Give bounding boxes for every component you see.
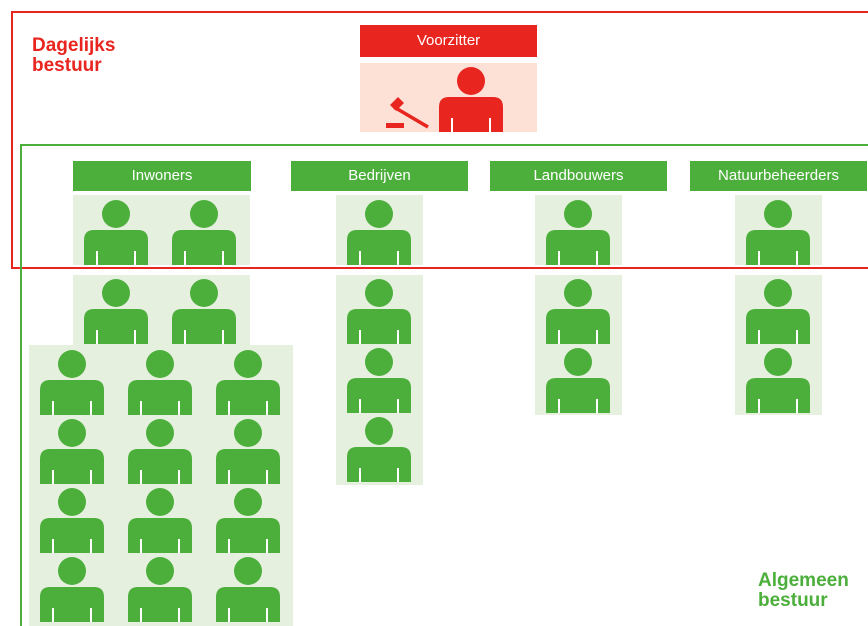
person-icon <box>128 419 192 484</box>
person-icon <box>128 350 192 415</box>
person-icon <box>84 200 148 265</box>
person-icon <box>746 200 810 265</box>
person-icon <box>40 557 104 622</box>
category-header-landbouwers: Landbouwers <box>490 161 667 191</box>
person-icon <box>128 488 192 553</box>
chair-panel <box>360 63 537 132</box>
person-icon <box>546 200 610 265</box>
category-header-bedrijven: Bedrijven <box>291 161 468 191</box>
dagelijks-bestuur-label: Dagelijks bestuur <box>32 36 115 76</box>
dagelijks-bestuur-label-line1: Dagelijks <box>32 35 116 56</box>
algemeen-bestuur-label-line1: Algemeen <box>758 570 849 591</box>
person-icon <box>439 67 503 132</box>
person-icon <box>347 279 411 344</box>
person-icon <box>546 279 610 344</box>
person-icon <box>546 348 610 413</box>
person-icon <box>128 557 192 622</box>
chair-header: Voorzitter <box>360 25 537 57</box>
category-header-inwoners: Inwoners <box>73 161 251 191</box>
person-icon <box>172 200 236 265</box>
person-icon <box>216 350 280 415</box>
person-icon <box>746 348 810 413</box>
person-icon <box>347 417 411 482</box>
person-icon <box>84 279 148 344</box>
person-icon <box>172 279 236 344</box>
person-icon <box>746 279 810 344</box>
gavel-icon <box>386 97 429 129</box>
person-icon <box>40 419 104 484</box>
category-header-natuurbeheerders: Natuurbeheerders <box>690 161 867 191</box>
person-icon <box>347 348 411 413</box>
algemeen-bestuur-label-line2: bestuur <box>758 590 828 611</box>
person-icon <box>40 350 104 415</box>
person-icon <box>216 557 280 622</box>
person-icon <box>40 488 104 553</box>
person-icon <box>347 200 411 265</box>
algemeen-bestuur-label: Algemeen bestuur <box>758 571 849 611</box>
person-icon <box>216 488 280 553</box>
dagelijks-bestuur-label-line2: bestuur <box>32 55 102 76</box>
person-icon <box>216 419 280 484</box>
